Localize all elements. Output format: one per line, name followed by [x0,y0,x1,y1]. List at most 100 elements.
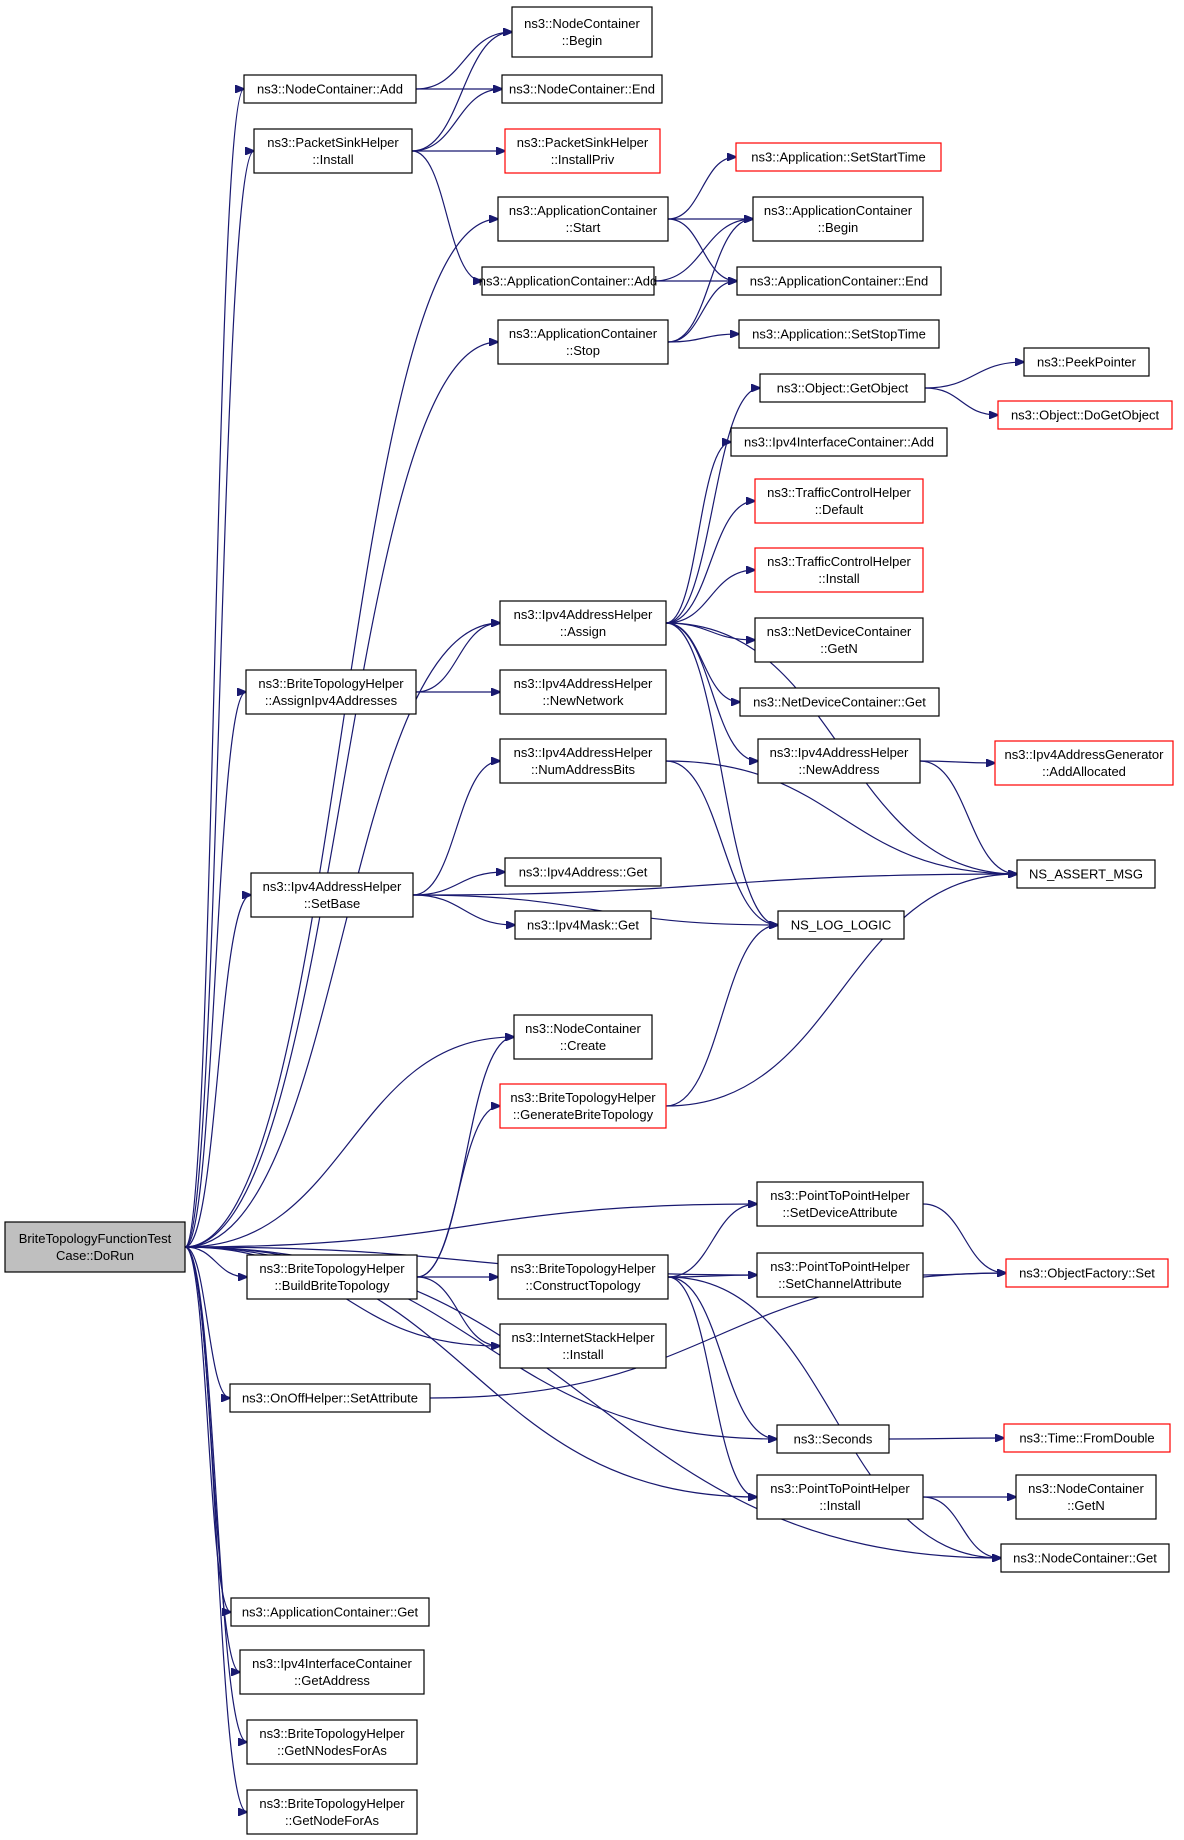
node-seconds[interactable]: ns3::Seconds [776,1424,890,1454]
node-nc-get[interactable]: ns3::NodeContainer::Get [1000,1543,1170,1573]
node-label: ns3::Time::FromDouble [1019,1430,1154,1445]
node-p2p-setchanattr[interactable]: ns3::PointToPointHelper::SetChannelAttri… [756,1252,924,1298]
node-box [499,600,667,646]
node-psh-installpriv[interactable]: ns3::PacketSinkHelper::InstallPriv [504,128,661,174]
node-label: ::GetAddress [294,1673,370,1688]
node-obj-dogetobject[interactable]: ns3::Object::DoGetObject [997,400,1173,430]
node-box [754,478,924,524]
node-box [253,128,413,174]
node-label: ns3::TrafficControlHelper [767,485,911,500]
node-nc-create[interactable]: ns3::NodeContainer::Create [513,1014,653,1060]
node-ac-begin[interactable]: ns3::ApplicationContainer::Begin [752,196,924,242]
node-nc-getn[interactable]: ns3::NodeContainer::GetN [1015,1474,1157,1520]
edge-root-to-ac_get [184,1246,231,1612]
node-label: ns3::PeekPointer [1037,354,1137,369]
node-ipv4mask-get[interactable]: ns3::Ipv4Mask::Get [514,910,652,940]
node-box [497,319,669,365]
node-tch-default[interactable]: ns3::TrafficControlHelper::Default [754,478,924,524]
node-iah-newnetwork[interactable]: ns3::Ipv4AddressHelper::NewNetwork [499,669,667,715]
node-iah-setbase[interactable]: ns3::Ipv4AddressHelper::SetBase [250,872,414,918]
edge-bth_generate-to-ns_assert_msg [665,874,1017,1107]
edge-ac_start-to-app_setstart [667,157,736,220]
node-obj-getobject[interactable]: ns3::Object::GetObject [759,373,926,403]
node-of-set[interactable]: ns3::ObjectFactory::Set [1005,1258,1169,1288]
node-label: ns3::Ipv4AddressHelper [263,879,402,894]
node-onoff-setattr[interactable]: ns3::OnOffHelper::SetAttribute [229,1383,431,1413]
edge-iah_setbase-to-ipv4mask_get [412,894,515,925]
node-iah-assign[interactable]: ns3::Ipv4AddressHelper::Assign [499,600,667,646]
node-label: ns3::NetDeviceContainer::Get [753,694,926,709]
node-box [752,196,924,242]
node-box [997,400,1173,430]
node-label: ::GetNNodesForAs [277,1743,387,1758]
node-p2p-install[interactable]: ns3::PointToPointHelper::Install [756,1474,924,1520]
node-bth-getnode[interactable]: ns3::BriteTopologyHelper::GetNodeForAs [246,1789,418,1835]
node-iag-addallocated[interactable]: ns3::Ipv4AddressGenerator::AddAllocated [994,740,1174,786]
node-bth-getnnodes[interactable]: ns3::BriteTopologyHelper::GetNNodesForAs [246,1719,418,1765]
node-label: ns3::NodeContainer::Get [1013,1550,1157,1565]
node-box [499,669,667,715]
node-label: ns3::Object::DoGetObject [1011,407,1160,422]
node-label: ::ConstructTopology [526,1278,641,1293]
node-ac-add[interactable]: ns3::ApplicationContainer::Add [479,266,658,296]
node-box [4,1221,186,1273]
node-iah-newaddress[interactable]: ns3::Ipv4AddressHelper::NewAddress [757,738,921,784]
node-time-fromdouble[interactable]: ns3::Time::FromDouble [1003,1423,1171,1453]
node-iah-numaddrbits[interactable]: ns3::Ipv4AddressHelper::NumAddressBits [499,738,667,784]
node-ns-assert-msg[interactable]: NS_ASSERT_MSG [1016,859,1156,889]
edge-bth_generate-to-ns_log_logic [665,925,778,1107]
node-ac-get[interactable]: ns3::ApplicationContainer::Get [230,1597,430,1627]
node-label: ns3::PacketSinkHelper [517,135,649,150]
edge-layer [184,32,1024,1812]
node-iic-add[interactable]: ns3::Ipv4InterfaceContainer::Add [730,427,948,457]
node-label: ns3::Application::SetStopTime [752,326,926,341]
node-label: ::AssignIpv4Addresses [265,693,398,708]
node-tch-install[interactable]: ns3::TrafficControlHelper::Install [754,547,924,593]
node-box [504,857,662,887]
node-label: ::SetBase [304,896,360,911]
edge-ac_stop-to-app_setstop [667,334,739,343]
node-p2p-setdevattr[interactable]: ns3::PointToPointHelper::SetDeviceAttrib… [756,1181,924,1227]
edge-iah_assign-to-ndc_getn [665,622,755,640]
node-ndc-getn[interactable]: ns3::NetDeviceContainer::GetN [754,617,924,663]
edge-obj_getobject-to-peekpointer [924,362,1024,389]
node-nc-end[interactable]: ns3::NodeContainer::End [501,74,663,104]
node-bth-generate[interactable]: ns3::BriteTopologyHelper::GenerateBriteT… [499,1083,667,1129]
node-box [754,547,924,593]
edge-nc_add-to-nc_begin [415,32,512,90]
node-ac-start[interactable]: ns3::ApplicationContainer::Start [497,196,669,242]
node-label: ::Create [560,1038,606,1053]
node-label: ns3::ApplicationContainer::Add [479,273,658,288]
node-iic-getaddress[interactable]: ns3::Ipv4InterfaceContainer::GetAddress [239,1649,425,1695]
node-ndc-get[interactable]: ns3::NetDeviceContainer::Get [739,687,940,717]
node-psh-install[interactable]: ns3::PacketSinkHelper::Install [253,128,413,174]
edge-root-to-onoff_setattr [184,1246,230,1398]
node-box [1015,1474,1157,1520]
node-label: ns3::Application::SetStartTime [751,149,925,164]
node-label: ::Install [312,152,353,167]
edge-ac_add-to-ac_begin [653,219,753,282]
edge-root-to-ac_stop [184,342,498,1248]
edge-psh_install-to-nc_begin [411,32,512,152]
node-peekpointer[interactable]: ns3::PeekPointer [1023,347,1150,377]
node-nc-begin[interactable]: ns3::NodeContainer::Begin [511,6,653,58]
node-ac-end[interactable]: ns3::ApplicationContainer::End [736,266,942,296]
node-label: ns3::Ipv4AddressHelper [770,745,909,760]
node-ipv4addr-get[interactable]: ns3::Ipv4Address::Get [504,857,662,887]
node-nc-add[interactable]: ns3::NodeContainer::Add [243,74,417,104]
node-bth-build[interactable]: ns3::BriteTopologyHelper::BuildBriteTopo… [246,1254,418,1300]
edge-root-to-bth_getnnodes [184,1246,247,1742]
node-box [754,617,924,663]
node-app-setstart[interactable]: ns3::Application::SetStartTime [735,142,942,172]
node-label: ns3::Ipv4AddressHelper [514,745,653,760]
node-bth-construct[interactable]: ns3::BriteTopologyHelper::ConstructTopol… [497,1254,669,1300]
node-ns-log-logic[interactable]: NS_LOG_LOGIC [777,910,905,940]
node-box [757,738,921,784]
node-ish-install[interactable]: ns3::InternetStackHelper::Install [499,1323,667,1369]
node-app-setstop[interactable]: ns3::Application::SetStopTime [738,319,940,349]
edge-root-to-p2p_setdevattr [184,1204,757,1248]
node-ac-stop[interactable]: ns3::ApplicationContainer::Stop [497,319,669,365]
node-bth-assignipv4[interactable]: ns3::BriteTopologyHelper::AssignIpv4Addr… [245,669,417,715]
node-box [756,1181,924,1227]
